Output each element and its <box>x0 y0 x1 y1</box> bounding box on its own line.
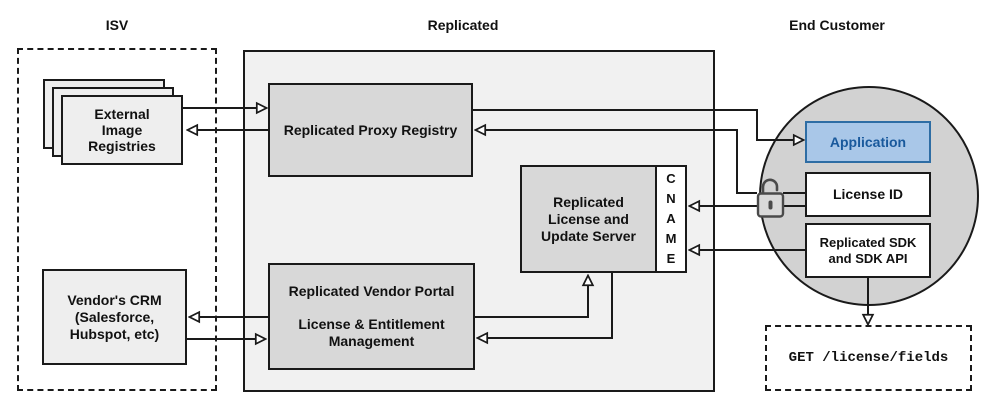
section-label-replicated: Replicated <box>427 17 499 33</box>
application-label: Application <box>829 133 907 150</box>
get-request-label: GET /license/fields <box>788 350 949 366</box>
cname-letter: N <box>666 191 676 206</box>
cname-strip: C N A M E <box>655 165 687 273</box>
license-id-label: License ID <box>832 186 904 202</box>
license-update-server-box: Replicated License and Update Server <box>520 165 657 273</box>
get-license-fields-box: GET /license/fields <box>765 325 972 391</box>
registries-label-line: Image <box>101 122 143 138</box>
replicated-sdk-box: Replicated SDK and SDK API <box>805 223 931 278</box>
application-box: Application <box>805 121 931 163</box>
registries-label-line: External <box>94 106 150 122</box>
vendor-portal-box: Replicated Vendor Portal License & Entit… <box>268 263 475 370</box>
cname-letter: C <box>666 171 676 186</box>
vendor-portal-title: Replicated Vendor Portal <box>288 283 455 299</box>
license-server-label-line: Replicated <box>553 193 624 210</box>
vendor-portal-subtitle-line: Management <box>328 333 415 349</box>
registries-label-line: Registries <box>88 138 156 154</box>
external-image-registries-box: External Image Registries <box>61 95 183 165</box>
proxy-registry-box: Replicated Proxy Registry <box>268 83 473 177</box>
vendor-portal-subtitle-line: License & Entitlement <box>298 316 445 332</box>
cname-letter: E <box>666 251 676 266</box>
section-label-isv: ISV <box>105 17 129 33</box>
crm-label-line: Hubspot, etc) <box>69 325 160 342</box>
vendors-crm-box: Vendor's CRM (Salesforce, Hubspot, etc) <box>42 269 187 365</box>
license-server-label-line: Update Server <box>541 227 636 244</box>
license-server-label-line: License and <box>548 210 629 227</box>
proxy-registry-label: Replicated Proxy Registry <box>283 121 458 138</box>
sdk-label-line: Replicated SDK <box>819 234 917 250</box>
crm-label-line: (Salesforce, <box>74 308 155 325</box>
cname-letter: A <box>666 211 676 226</box>
crm-label-line: Vendor's CRM <box>67 291 162 308</box>
section-label-end-customer: End Customer <box>789 17 885 33</box>
sdk-label-line: and SDK API <box>828 250 908 266</box>
license-id-box: License ID <box>805 172 931 217</box>
cname-letter: M <box>665 231 677 246</box>
